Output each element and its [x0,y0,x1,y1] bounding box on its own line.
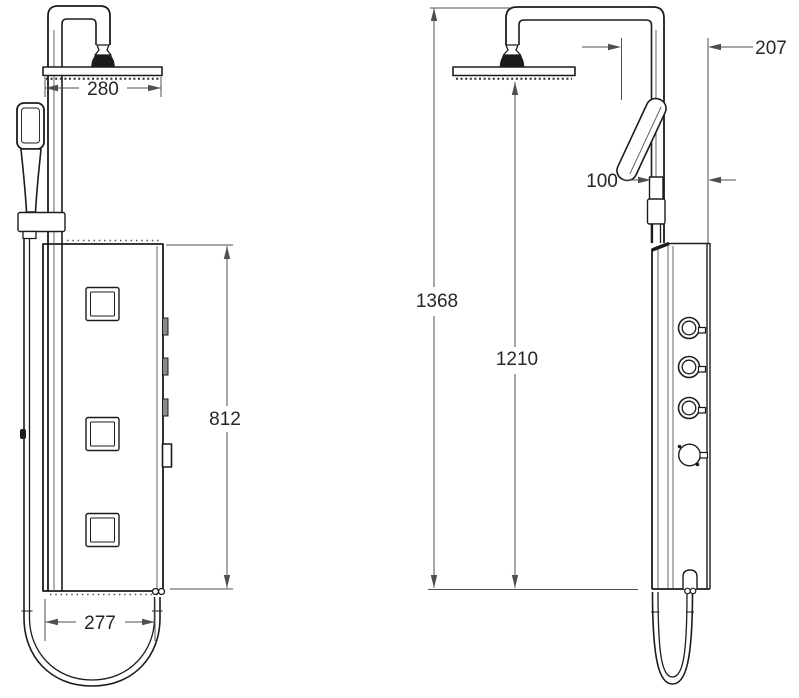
dimension-overall-height: 1368 [416,7,510,588]
dim-label-277: 277 [84,613,116,634]
dimension-head-clearance: 1210 [496,82,538,588]
hand-shower-bracket [17,211,66,233]
dim-label-812: 812 [209,409,241,430]
hand-shower [16,102,66,240]
body-jet [85,512,120,548]
dim-label-280: 280 [87,79,119,100]
control-knob [677,316,707,340]
hand-shower-side [616,97,667,245]
hand-shower-handle [20,148,42,213]
dimension-pipe-projection: 100 [586,171,736,192]
knob-edge [162,398,169,417]
head-ball-joint [91,55,115,67]
dim-label-207: 207 [755,38,787,59]
control-knob [677,355,707,379]
holder-tube [651,223,662,245]
holder-clip [646,198,666,225]
rain-shower-head [42,44,163,80]
hand-shower-holder [648,176,664,202]
rain-shower-head-side [452,44,576,80]
head-ball-joint [499,55,525,67]
shower-hose-front [20,238,166,687]
dim-label-1210: 1210 [496,349,538,370]
hose-outlet-joint [151,587,160,596]
hose-nut [22,230,37,240]
hose-outlet-joint [684,587,691,595]
dimension-panel-height: 812 [166,244,241,590]
shower-hose-side [651,569,698,685]
control-knobs [677,316,709,467]
dimension-head-width: 280 [44,77,162,100]
body-jets [85,286,120,548]
hose-outlet [682,569,698,589]
control-knob [677,396,707,420]
side-control-tabs [161,317,173,468]
panel-top-bevel [651,241,670,252]
shower-panel-side [651,241,711,590]
body-jet [85,416,120,452]
dim-label-100: 100 [586,171,618,192]
dim-label-1368: 1368 [416,291,458,312]
hand-shower-spray-face [21,107,40,144]
hose-outlet-joint [689,587,697,595]
hose-clip [20,429,26,439]
diverter-edge [161,443,173,468]
hose-outlet-joint [157,587,166,596]
dimension-base-width: 277 [44,599,156,641]
dimension-hand-shower-projection: 207 [582,38,787,243]
front-view: 280 812 277 [16,5,241,687]
knob-edge [162,317,169,336]
side-view: 1368 1210 207 100 [416,6,787,685]
body-jet [85,286,120,322]
riser-pipe-and-arm [47,5,111,591]
knob-edge [162,357,169,376]
head-swivel-neck [94,44,112,56]
head-swivel-neck [502,44,522,56]
diverter-knob [677,443,709,467]
